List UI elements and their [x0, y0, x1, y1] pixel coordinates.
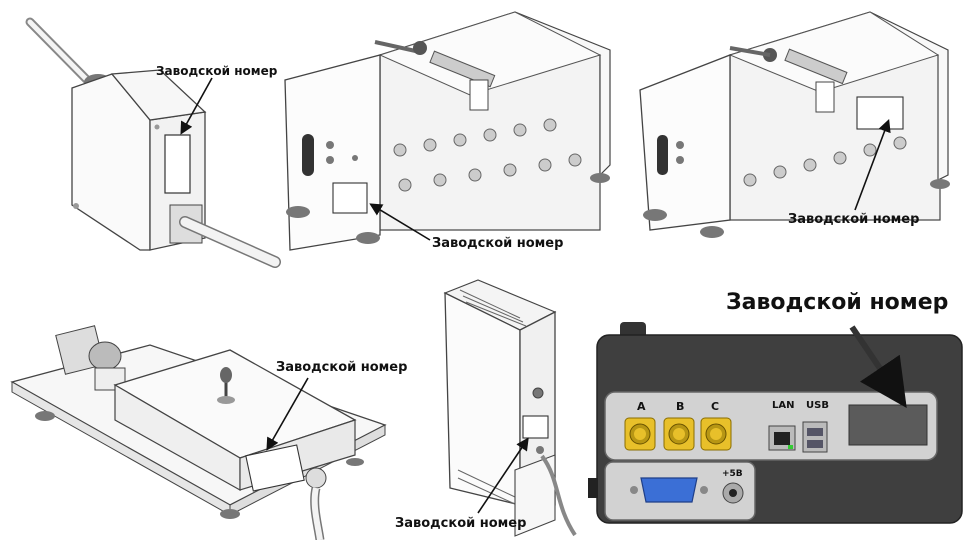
- device-sensor-box: [25, 17, 281, 268]
- port-label-b: B: [676, 400, 685, 413]
- usb-port: [802, 421, 828, 453]
- port-label-power: +5В: [722, 469, 743, 479]
- serial-label-platform: Заводской номер: [276, 360, 408, 375]
- port-label-usb: USB: [806, 400, 829, 411]
- connector-c: [700, 417, 732, 451]
- device-controller-panel: [588, 322, 963, 524]
- device-platform: [10, 325, 387, 540]
- serial-label-module: Заводской номер: [432, 236, 564, 251]
- serial-label-controller: Заводской номер: [726, 290, 949, 315]
- db15-connector: [630, 477, 708, 503]
- port-label-c: C: [711, 400, 720, 413]
- device-linear-module-variant: [639, 11, 950, 238]
- port-label-a: A: [637, 400, 646, 413]
- connector-a: [624, 417, 656, 451]
- port-label-lan: LAN: [772, 400, 795, 411]
- device-linear-module-front: [284, 11, 611, 251]
- serial-label-module-variant: Заводской номер: [788, 212, 920, 227]
- lan-port: [768, 425, 796, 451]
- connector-b: [663, 417, 695, 451]
- serial-label-tower: Заводской номер: [395, 516, 527, 531]
- serial-label-sensor: Заводской номер: [156, 64, 278, 78]
- device-tower: [443, 279, 577, 537]
- power-jack: [722, 482, 744, 504]
